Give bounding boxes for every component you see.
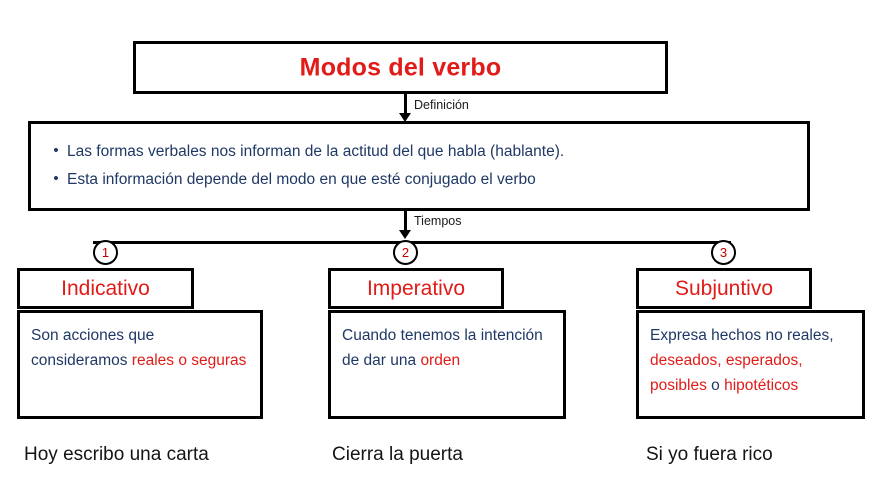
step-number-badge-2: 2: [393, 240, 418, 265]
page-title: Modos del verbo: [299, 53, 502, 81]
list-item: • Las formas verbales nos informan de la…: [45, 140, 797, 163]
connector-label-definicion: Definición: [414, 98, 469, 112]
column-body-box-subjuntivo: Expresa hechos no reales, deseados, espe…: [636, 310, 865, 419]
definition-bullet-text: Las formas verbales nos informan de la a…: [67, 143, 565, 160]
connector-line-tiempos: [404, 211, 407, 233]
example-sentence-indicativo: Hoy escribo una carta: [24, 444, 209, 465]
column-body-box-indicativo: Son acciones que consideramos reales o s…: [17, 310, 263, 419]
bullet-icon: •: [53, 170, 59, 187]
arrowhead-tiempos: [399, 230, 411, 239]
definition-box: • Las formas verbales nos informan de la…: [28, 121, 810, 211]
column-heading-box-subjuntivo: Subjuntivo: [636, 268, 812, 309]
example-sentence-imperativo: Cierra la puerta: [332, 444, 463, 465]
body-segment: o: [706, 377, 725, 394]
body-segment: Expresa hechos no reales,: [650, 327, 834, 344]
step-number-badge-3: 3: [711, 240, 736, 265]
list-item: • Esta información depende del modo en q…: [45, 168, 797, 191]
connector-label-tiempos: Tiempos: [414, 214, 462, 228]
body-segment: Son acciones que consideramos: [31, 327, 155, 369]
column-body-text: Cuando tenemos la intención de dar una o…: [342, 323, 555, 373]
column-body-box-imperativo: Cuando tenemos la intención de dar una o…: [328, 310, 566, 419]
definition-bullet-list: • Las formas verbales nos informan de la…: [45, 140, 797, 196]
body-segment: Cuando tenemos la intención de dar una: [342, 327, 543, 369]
example-sentence-subjuntivo: Si yo fuera rico: [646, 444, 773, 465]
body-segment-highlight: orden: [420, 352, 461, 369]
definition-bullet-text: Esta información depende del modo en que…: [67, 171, 536, 188]
body-segment-highlight: hipotéticos: [724, 377, 799, 394]
column-heading-box-imperativo: Imperativo: [328, 268, 504, 309]
step-number-badge-1: 1: [93, 240, 118, 265]
step-number-label: 3: [719, 245, 728, 260]
column-heading-label: Indicativo: [61, 276, 150, 300]
bullet-icon: •: [53, 142, 59, 159]
step-number-label: 1: [101, 245, 110, 260]
body-segment-highlight: deseados, esperados, posibles: [650, 352, 803, 394]
column-body-text: Son acciones que consideramos reales o s…: [31, 323, 252, 373]
connector-line-definicion: [404, 94, 407, 116]
column-heading-label: Subjuntivo: [674, 276, 774, 300]
step-number-label: 2: [401, 245, 410, 260]
title-box: Modos del verbo: [133, 41, 668, 94]
arrowhead-definicion: [399, 113, 411, 122]
body-segment-highlight: reales o seguras: [131, 352, 247, 369]
column-heading-box-indicativo: Indicativo: [17, 268, 194, 309]
column-heading-label: Imperativo: [366, 276, 466, 300]
column-body-text: Expresa hechos no reales, deseados, espe…: [650, 323, 854, 398]
